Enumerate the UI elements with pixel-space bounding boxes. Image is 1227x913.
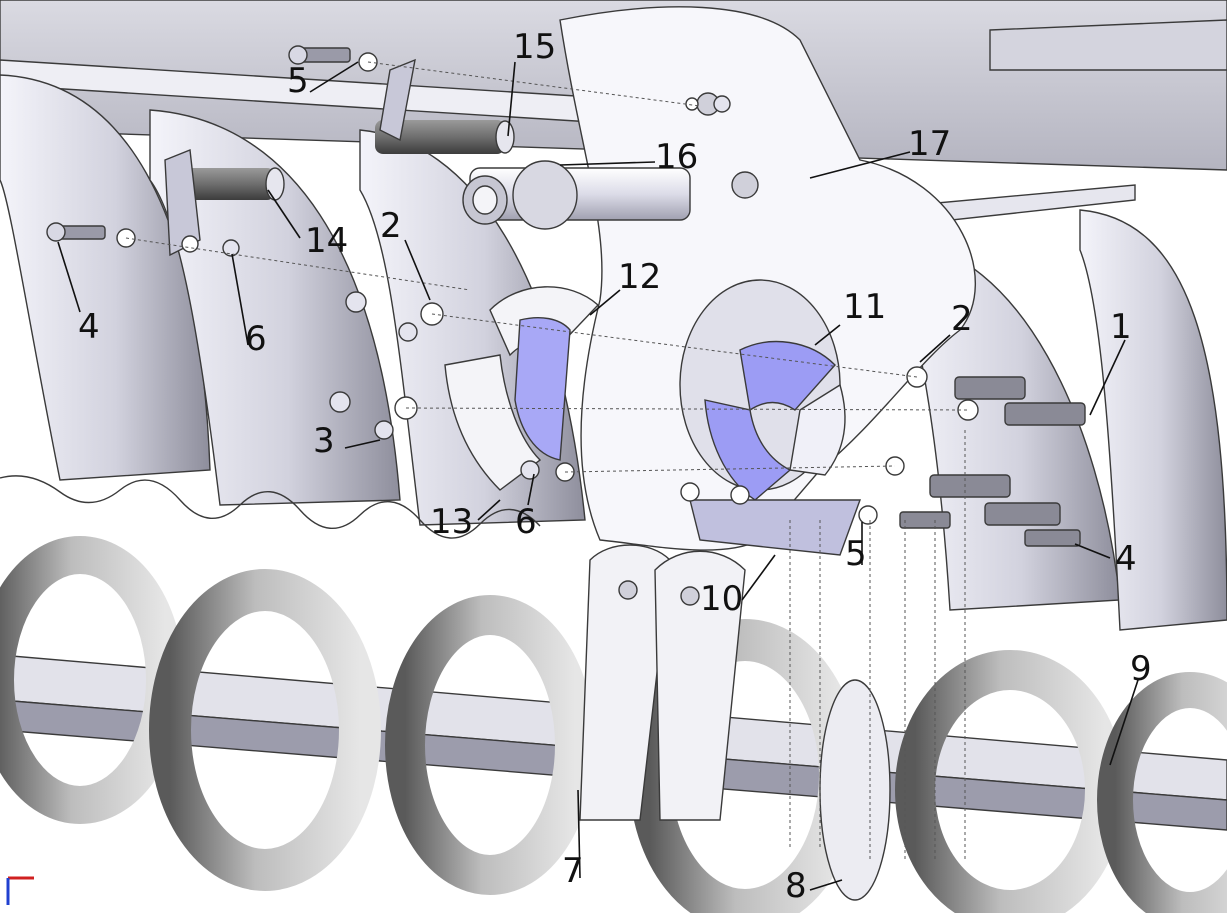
leader-lines bbox=[57, 61, 1139, 891]
axis-triad-icon bbox=[6, 876, 34, 905]
clamp-segments bbox=[444, 286, 861, 556]
callout-8: 8 bbox=[785, 866, 807, 906]
callout-17: 17 bbox=[908, 124, 951, 164]
callout-13: 13 bbox=[430, 502, 473, 542]
callout-6-left: 6 bbox=[245, 319, 267, 359]
callout-16: 16 bbox=[655, 137, 698, 177]
callout-14: 14 bbox=[305, 221, 348, 261]
callout-5-top: 5 bbox=[287, 61, 309, 101]
callout-11: 11 bbox=[843, 287, 886, 327]
callout-4-left: 4 bbox=[78, 307, 100, 347]
pivot-tube bbox=[462, 160, 691, 230]
fasteners bbox=[46, 45, 1086, 547]
callout-4-right: 4 bbox=[1115, 539, 1137, 579]
callout-labels: 1 2 2 3 4 4 5 5 6 6 7 8 9 10 11 12 13 14… bbox=[78, 27, 1152, 906]
callout-9: 9 bbox=[1130, 649, 1152, 689]
alignment-lines bbox=[125, 61, 969, 860]
callout-6-center: 6 bbox=[515, 502, 537, 542]
callout-15: 15 bbox=[513, 27, 556, 67]
callout-7: 7 bbox=[562, 851, 584, 891]
callout-10: 10 bbox=[700, 579, 743, 619]
callout-3: 3 bbox=[313, 421, 335, 461]
callout-5-lower: 5 bbox=[845, 534, 867, 574]
front-roller-shaft bbox=[0, 536, 1227, 913]
callout-12: 12 bbox=[618, 257, 661, 297]
callout-2-right: 2 bbox=[951, 299, 973, 339]
callout-2-left: 2 bbox=[380, 206, 402, 246]
callout-1: 1 bbox=[1110, 307, 1132, 347]
pins bbox=[164, 58, 515, 257]
